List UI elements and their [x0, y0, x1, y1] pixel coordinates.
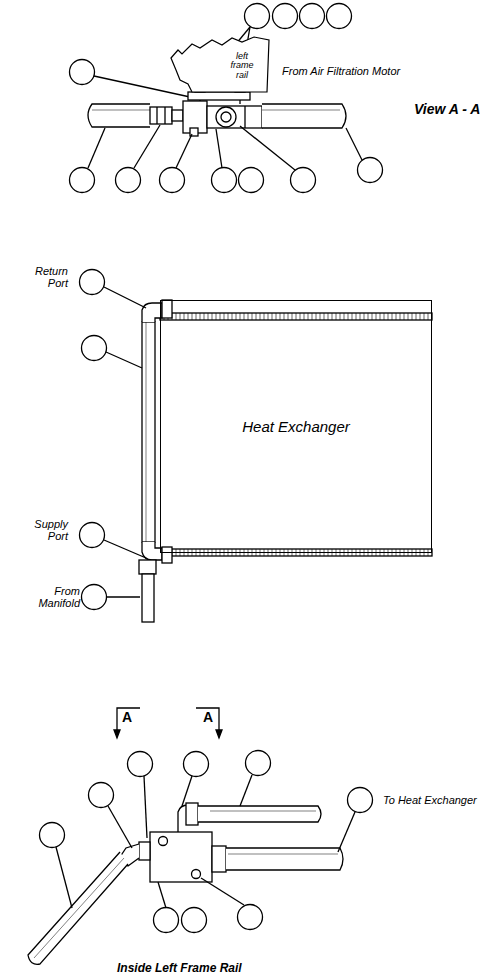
port-label: Return Port	[20, 265, 68, 289]
frame-rail-outline	[170, 36, 270, 94]
port-label: Supply Port	[20, 518, 68, 542]
node-label: Heat Exchanger	[242, 419, 350, 435]
view-title: Inside Left Frame Rail	[117, 962, 242, 975]
view-a-a-drawing	[70, 4, 383, 193]
flow-label: From Air Filtration Motor	[282, 65, 400, 77]
flow-label: To Heat Exchanger	[383, 794, 477, 806]
node-label: left frame rail	[225, 52, 259, 80]
heat-exchanger-drawing	[80, 270, 433, 623]
manifold-drawing	[28, 708, 373, 964]
frame-rail: left frame rail	[170, 36, 270, 94]
section-mark: A	[122, 710, 132, 725]
heat-exchanger-box: Heat Exchanger	[160, 300, 432, 553]
section-mark: A	[203, 710, 213, 725]
flow-label: From Manifold	[20, 585, 80, 609]
view-title: View A - A	[414, 102, 480, 117]
